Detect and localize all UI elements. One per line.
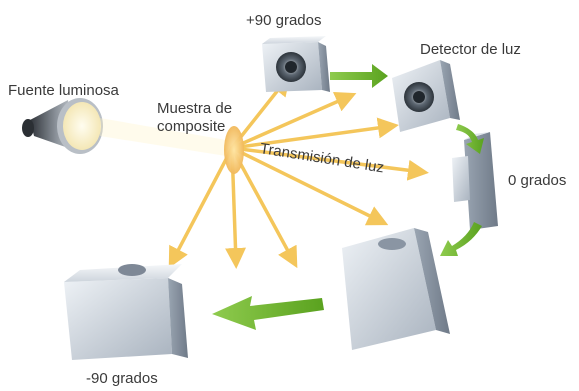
light-ray-arrow	[230, 146, 298, 269]
detector-box-icon	[452, 132, 498, 230]
green-arrow-icon	[212, 64, 484, 330]
detector-box-icon	[342, 228, 450, 350]
plus90-label: +90 grados	[246, 12, 322, 29]
detector-label: Detector de luz	[420, 41, 521, 58]
light-ray-arrow	[230, 146, 389, 226]
sample-label-line2: composite	[157, 118, 226, 135]
sample-label-line1: Muestra de	[157, 100, 233, 117]
detector-box-icon	[64, 264, 188, 360]
incident-beam	[100, 118, 226, 156]
sample-label: Muestra de composite	[157, 100, 232, 136]
detector-box-icon	[262, 36, 330, 92]
light-ray-arrow	[230, 146, 429, 181]
light-ray-arrow	[230, 117, 399, 150]
zero-degrees-label: 0 grados	[508, 172, 567, 189]
light-source-icon	[22, 98, 103, 154]
detector-box-icon	[392, 60, 460, 132]
light-ray-arrow	[168, 146, 234, 269]
light-source-label: Fuente luminosa	[8, 82, 119, 99]
light-ray-arrow	[230, 92, 357, 150]
minus90-label: -90 grados	[86, 370, 158, 387]
sample-disc-icon	[224, 126, 244, 174]
